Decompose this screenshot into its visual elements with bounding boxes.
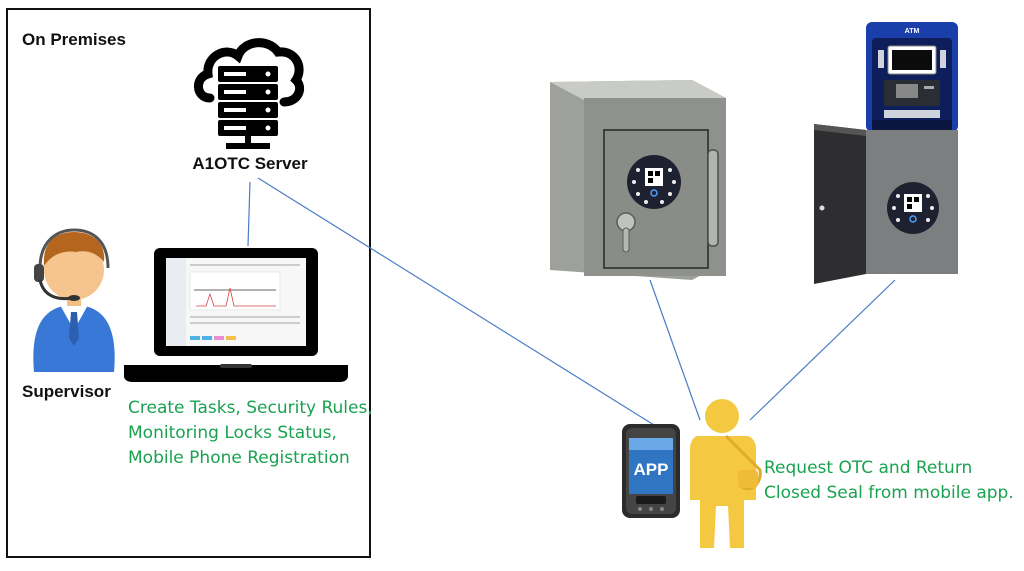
server-to-phone-line (257, 177, 655, 426)
server-to-laptop-line (247, 181, 251, 247)
phone-app-label: APP (634, 460, 669, 479)
connectors (247, 177, 896, 426)
atm-machine-icon: ATM (814, 22, 958, 284)
supervisor-headset-icon (33, 228, 115, 372)
cloud-server-icon (194, 38, 304, 149)
atm-sign: ATM (905, 28, 920, 35)
tasks-line-1: Create Tasks, Security Rules, (128, 398, 373, 418)
request-line-2: Closed Seal from mobile app. (764, 483, 1014, 503)
supervisor-tasks-text: Create Tasks, Security Rules, Monitoring… (128, 396, 388, 471)
server-label: A1OTC Server (192, 154, 308, 173)
tasks-line-2: Monitoring Locks Status, (128, 423, 337, 443)
person-icon (690, 399, 762, 548)
mobile-phone-icon: APP (622, 424, 680, 518)
supervisor-label: Supervisor (22, 382, 111, 401)
on-premises-label: On Premises (22, 30, 126, 49)
on-premises-boundary (6, 8, 371, 558)
laptop-dashboard-icon (124, 248, 348, 382)
safe-to-courier-line (649, 279, 701, 421)
request-line-1: Request OTC and Return (764, 458, 973, 478)
courier-request-text: Request OTC and Return Closed Seal from … (764, 456, 1024, 506)
safe-icon (550, 80, 726, 280)
atm-to-courier-line (749, 279, 896, 421)
tasks-line-3: Mobile Phone Registration (128, 448, 350, 468)
